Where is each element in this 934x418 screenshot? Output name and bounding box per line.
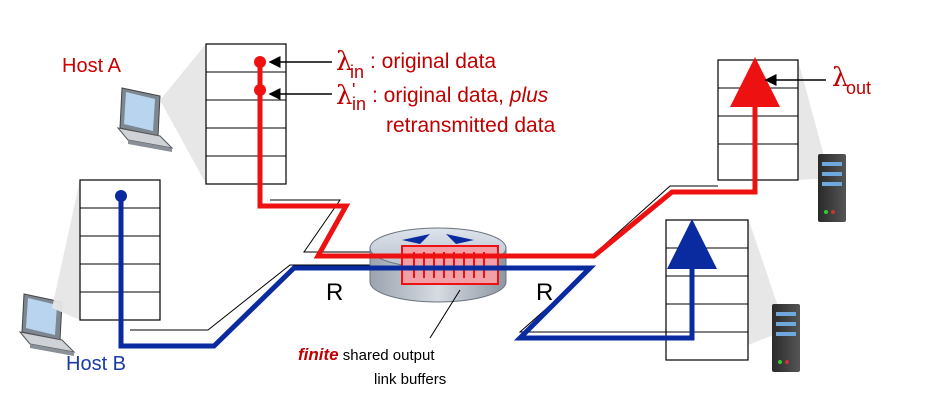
caption-line-1: finite shared output [298,345,435,364]
caption-line-2: link buffers [374,371,446,388]
flow-red-retransmit-dot [254,84,266,96]
lambda-in-prime-text-line2: retransmitted data [386,114,556,137]
caption-line-1-text: shared output [339,347,436,364]
lambda-in-prime-mark: ' [352,80,355,100]
flow-path-blue [118,196,717,349]
lambda-in-prime-text: : original data, plus [372,84,549,107]
server-top-icon [818,154,846,222]
lambda-in-text: : original data [370,50,496,73]
lambda-in-prime-plus: plus [509,84,549,107]
host-b-zoom-wedge [52,180,80,320]
host-a-laptop-icon [116,87,174,152]
shared-output-buffer [401,245,499,285]
host-a-buffer-table [205,43,287,185]
lambda-in-subscript: in [350,62,364,82]
flow-blue-origin-dot [115,190,127,202]
lambda-out-symbol: λ [832,63,848,93]
host-a-label: Host A [62,55,122,77]
link-rate-label-right: R [536,279,553,306]
link-rate-label-left: R [326,279,343,306]
lambda-in-prime-text-main: : original data, [372,84,510,107]
lambda-in-symbol: λ [336,47,352,77]
host-b-label: Host B [66,353,126,375]
flow-path-red [257,57,780,259]
lambda-in-prime-subscript: in [352,94,366,114]
server-bottom-icon [772,304,800,372]
host-a-zoom-wedge [160,44,206,184]
flow-red-origin-dot [254,56,266,68]
lambda-out-subscript: out [846,78,871,98]
lambda-in-prime-symbol: λ [336,81,352,111]
server-top-zoom-wedge [798,60,830,180]
host-b-laptop-icon [18,293,76,356]
server-top-buffer-table [717,59,799,181]
caption-leader-line [429,289,461,339]
caption-emphasis: finite [298,345,339,364]
